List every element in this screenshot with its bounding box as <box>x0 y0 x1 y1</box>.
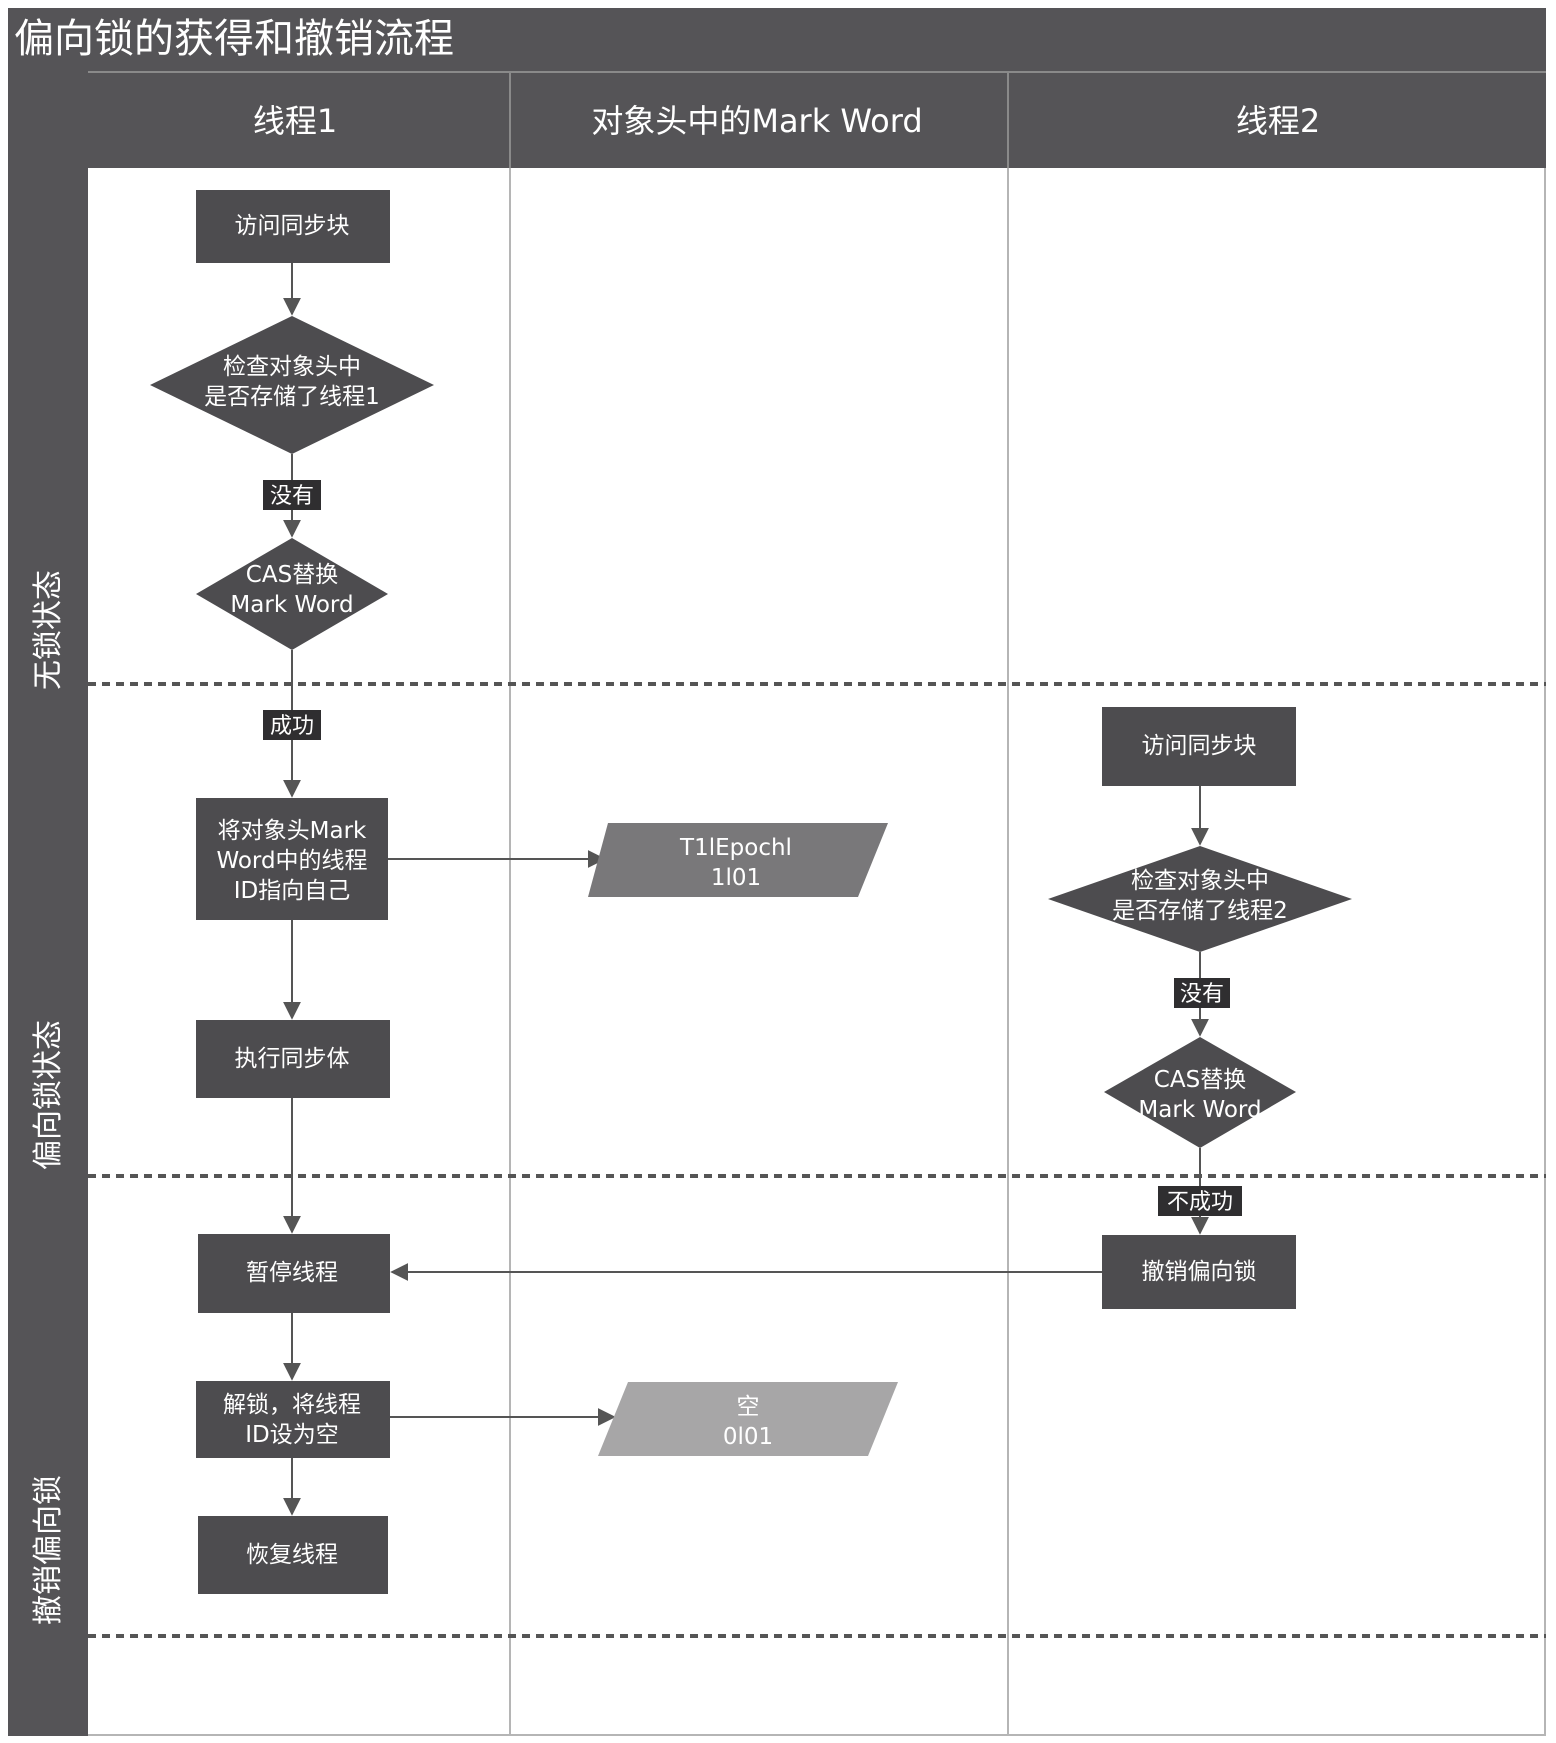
t2-check-decision <box>1048 846 1352 952</box>
t2-access-text: 访问同步块 <box>1142 733 1257 759</box>
t2-no-label: 没有 <box>1180 982 1224 1007</box>
t1-check-text-1: 检查对象头中 <box>223 354 361 380</box>
t1-access-node <box>196 190 390 263</box>
t1-access-text: 访问同步块 <box>235 213 350 239</box>
state-label-biased: 偏向锁状态 <box>31 1020 66 1170</box>
t1-unlock-text-2: ID设为空 <box>245 1422 339 1448</box>
mw-empty-text-2: 0l01 <box>723 1424 773 1450</box>
t1-cas-decision <box>196 538 388 650</box>
t1-set-text-3: ID指向自己 <box>234 878 351 904</box>
t1-no-label: 没有 <box>270 484 314 509</box>
t1-cas-text-1: CAS替换 <box>246 562 338 588</box>
column-header-thread1: 线程1 <box>253 102 337 140</box>
t1-pause-node <box>198 1234 390 1313</box>
t2-check-text-1: 检查对象头中 <box>1131 868 1269 894</box>
column-header-row <box>88 72 1546 168</box>
t2-revoke-node <box>1102 1235 1296 1309</box>
mw-biased-text-2: 1l01 <box>711 865 761 891</box>
t1-exec-text: 执行同步体 <box>235 1046 350 1072</box>
state-label-revoke: 撤销偏向锁 <box>31 1475 66 1625</box>
t1-resume-node <box>198 1516 388 1594</box>
t2-check-text-2: 是否存储了线程2 <box>1112 898 1288 924</box>
t1-resume-text: 恢复线程 <box>246 1542 338 1568</box>
t2-revoke-text: 撤销偏向锁 <box>1142 1259 1257 1285</box>
t2-cas-text-2: Mark Word <box>1138 1097 1261 1123</box>
column-header-markword: 对象头中的Mark Word <box>591 102 922 140</box>
t2-fail-label: 不成功 <box>1167 1190 1233 1215</box>
t2-fail-label-bg <box>1158 1186 1242 1216</box>
mw-empty-node <box>598 1382 898 1456</box>
t1-success-label: 成功 <box>270 714 314 739</box>
t2-cas-text-1: CAS替换 <box>1154 1067 1246 1093</box>
t2-access-node <box>1102 707 1296 786</box>
t1-exec-node <box>196 1020 390 1098</box>
t2-cas-decision <box>1104 1037 1296 1148</box>
t1-set-node <box>196 798 388 920</box>
state-sidebar <box>8 72 88 1736</box>
t1-set-text-1: 将对象头Mark <box>218 818 367 844</box>
diagram-title: 偏向锁的获得和撤销流程 <box>14 16 454 62</box>
t1-set-text-2: Word中的线程 <box>216 848 367 874</box>
t2-no-label-bg <box>1174 978 1230 1008</box>
column-header-thread2: 线程2 <box>1236 102 1320 140</box>
t1-check-decision <box>150 316 434 454</box>
state-label-unlocked: 无锁状态 <box>31 570 66 690</box>
title-bar <box>8 8 1546 72</box>
t1-cas-text-2: Mark Word <box>230 592 353 618</box>
mw-biased-node <box>588 823 888 897</box>
t1-unlock-node <box>196 1381 390 1458</box>
mw-empty-text-1: 空 <box>737 1394 760 1420</box>
mw-biased-text-1: T1lEpochl <box>679 835 792 861</box>
t1-success-label-bg <box>263 710 321 740</box>
t1-no-label-bg <box>263 480 321 510</box>
t1-pause-text: 暂停线程 <box>246 1260 338 1286</box>
t1-unlock-text-1: 解锁，将线程 <box>223 1392 361 1418</box>
t1-check-text-2: 是否存储了线程1 <box>204 384 380 410</box>
